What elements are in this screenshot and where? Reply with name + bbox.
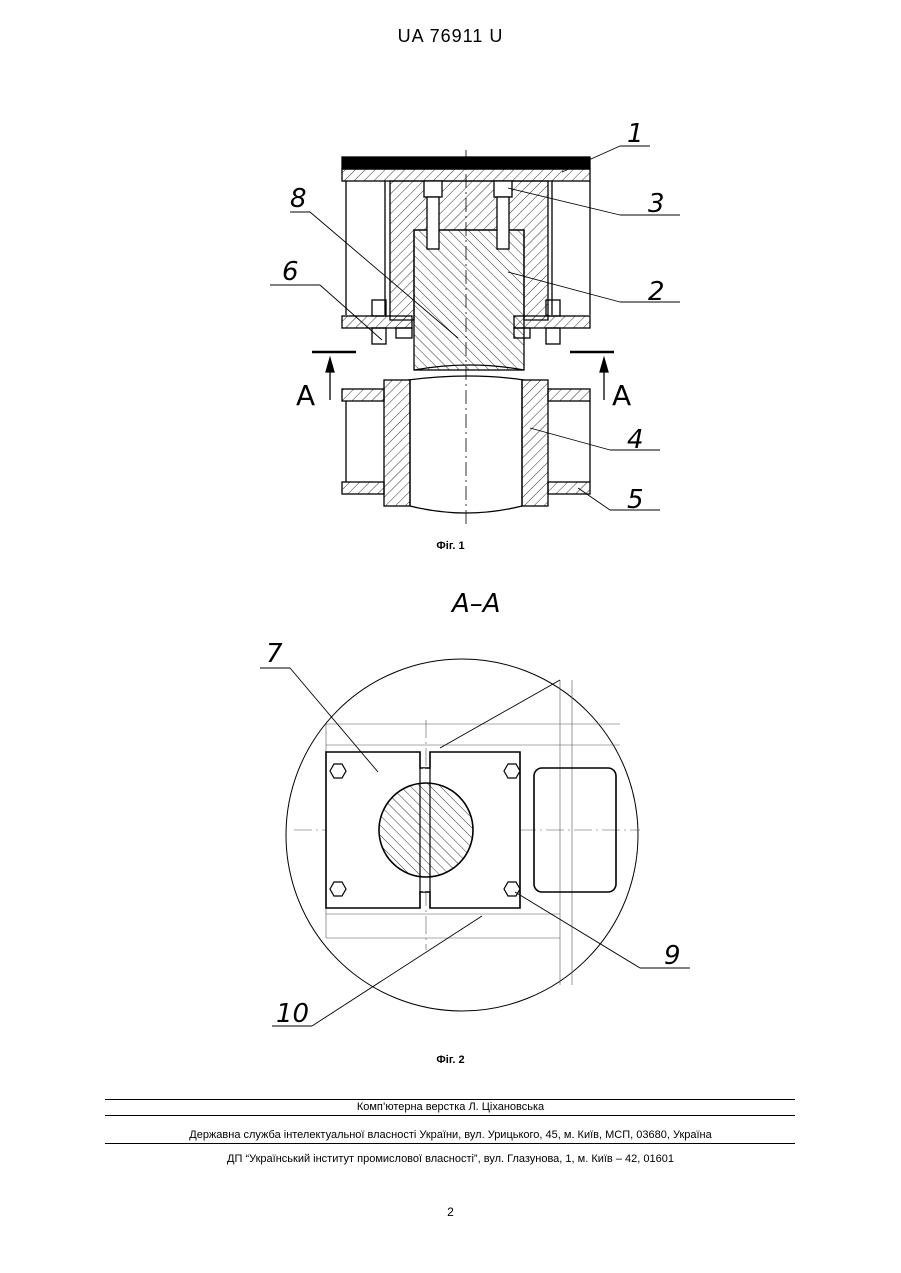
shaft-section xyxy=(379,783,473,877)
label-3: 3 xyxy=(648,189,665,219)
label-1: 1 xyxy=(627,119,644,149)
section-marker-right: A xyxy=(612,379,631,412)
label-4: 4 xyxy=(627,425,644,455)
bolt-right xyxy=(494,181,512,197)
sleeve-left xyxy=(384,380,410,506)
nut-bottom-left xyxy=(330,882,346,896)
figure-1-caption: Фіг. 1 xyxy=(0,540,901,552)
layout-credit: Комп’ютерна верстка Л. Ціхановська xyxy=(0,1101,901,1113)
footer-rule-bottom xyxy=(105,1143,795,1144)
bolt-left xyxy=(424,181,442,197)
footer-rule-middle xyxy=(105,1115,795,1116)
nut-top-right xyxy=(504,764,520,778)
nut-top-left xyxy=(330,764,346,778)
lower-flange-left xyxy=(342,316,412,328)
label-2: 2 xyxy=(648,277,665,307)
figure-2-caption: Фіг. 2 xyxy=(0,1054,901,1066)
inner-block xyxy=(414,230,524,370)
footer-rule-top xyxy=(105,1099,795,1100)
bar-right-top xyxy=(548,389,590,401)
label-8: 8 xyxy=(290,184,307,214)
agency-address: Державна служба інтелектуальної власност… xyxy=(0,1129,901,1141)
label-6: 6 xyxy=(282,257,299,287)
institute-address: ДП “Український інститут промислової вла… xyxy=(0,1153,901,1165)
label-5: 5 xyxy=(627,485,644,515)
sleeve-right xyxy=(522,380,548,506)
figure-1 xyxy=(270,146,680,525)
section-title: A–A xyxy=(450,589,501,619)
page-number: 2 xyxy=(0,1205,901,1219)
section-marker-left: A xyxy=(296,379,315,412)
label-7: 7 xyxy=(266,639,283,669)
bar-left-bottom xyxy=(342,482,384,494)
figure-2 xyxy=(260,659,690,1026)
label-9: 9 xyxy=(664,941,681,971)
bar-left-top xyxy=(342,389,384,401)
lower-flange-right xyxy=(514,316,590,328)
label-10: 10 xyxy=(276,999,309,1029)
